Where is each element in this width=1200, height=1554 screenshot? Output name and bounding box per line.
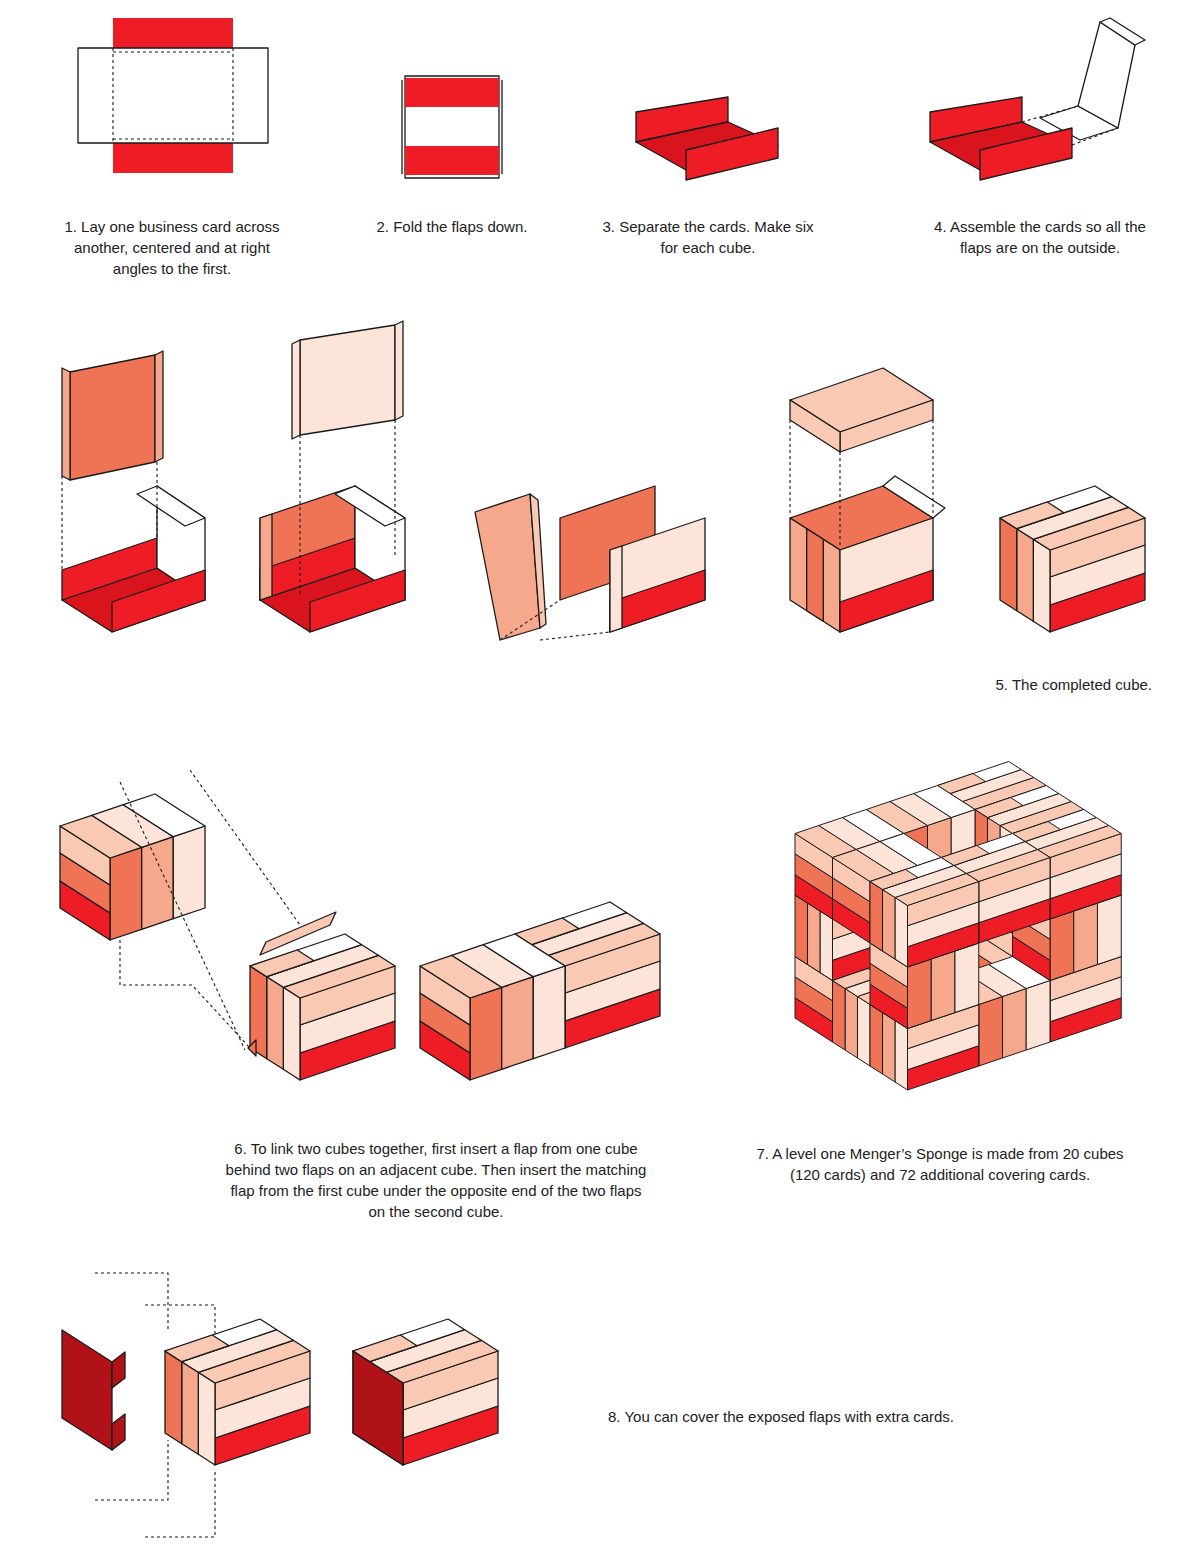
step-1-cards-part bbox=[113, 18, 233, 48]
step-5c-part bbox=[475, 494, 540, 640]
step-1-cards-part bbox=[112, 48, 113, 143]
step-caption: 8. You can cover the exposed flaps with … bbox=[608, 1406, 1038, 1427]
step-2-folded-part bbox=[405, 76, 499, 178]
menger-sponge-part bbox=[870, 858, 979, 968]
step-2-folded-part bbox=[401, 80, 402, 174]
step-3-u-card bbox=[636, 97, 778, 180]
menger-sponge bbox=[795, 762, 1121, 1091]
step-caption: 5. The completed cube. bbox=[880, 674, 1152, 695]
step-6-linking-part bbox=[420, 934, 565, 1080]
step-5b-part bbox=[310, 570, 405, 632]
step-5c-part bbox=[610, 518, 705, 632]
step-5c bbox=[475, 486, 705, 640]
step-5c-part bbox=[610, 546, 622, 632]
step-1-cards-part bbox=[232, 48, 233, 143]
step-5b-part bbox=[260, 486, 355, 600]
step-6-linking-part bbox=[120, 940, 250, 1048]
step-5d-part bbox=[883, 476, 945, 518]
step-5d-part bbox=[790, 400, 840, 452]
step-6-linking-part bbox=[250, 934, 395, 1080]
step-5a-part bbox=[61, 476, 62, 570]
step-8-covering-part bbox=[353, 1351, 403, 1465]
step-4-assembly-part bbox=[1022, 106, 1078, 122]
step-5d-part bbox=[807, 529, 824, 622]
completed-cube bbox=[1000, 486, 1145, 632]
step-caption: 2. Fold the flaps down. bbox=[357, 216, 547, 237]
step-8-covering-part bbox=[95, 1440, 168, 1500]
step-5d-part bbox=[789, 420, 790, 515]
step-5a-part bbox=[137, 486, 205, 526]
step-8-covering-part bbox=[112, 1352, 125, 1388]
step-5d-part bbox=[840, 400, 933, 452]
step-5b-part bbox=[260, 514, 272, 600]
step-8-covering-part bbox=[165, 1319, 310, 1465]
step-5d-part bbox=[840, 570, 933, 632]
step-2-folded-part bbox=[501, 80, 502, 174]
step-4-assembly-part bbox=[980, 128, 1072, 180]
step-8-covering-part bbox=[62, 1330, 112, 1450]
step-5b-part bbox=[292, 340, 300, 439]
step-1-cards bbox=[78, 18, 268, 173]
step-3-u-card-part bbox=[686, 128, 778, 180]
step-4-assembly-part bbox=[1100, 18, 1145, 45]
step-4-assembly bbox=[930, 18, 1145, 180]
step-6-linking-part bbox=[120, 782, 245, 1050]
step-8-covering-part bbox=[145, 1470, 215, 1537]
step-5c-part bbox=[540, 632, 610, 640]
step-2-folded bbox=[402, 76, 502, 178]
step-6-linking-part bbox=[190, 770, 300, 925]
step-5b bbox=[260, 321, 405, 632]
step-8-covering-part bbox=[353, 1319, 498, 1465]
step-5a-part bbox=[112, 570, 205, 632]
step-5a-part bbox=[62, 538, 157, 600]
step-5d bbox=[790, 368, 945, 632]
step-caption: 3. Separate the cards. Make six for each… bbox=[596, 216, 820, 258]
step-5c-part bbox=[610, 570, 705, 632]
step-caption: 1. Lay one business card across another,… bbox=[58, 216, 286, 279]
step-5b-part bbox=[394, 420, 395, 556]
step-5c-part bbox=[500, 600, 560, 640]
step-1-cards-part bbox=[113, 138, 233, 139]
step-5a-part bbox=[155, 351, 163, 462]
step-5b-part bbox=[395, 321, 403, 420]
step-6-linking bbox=[60, 770, 660, 1080]
step-caption: 4. Assemble the cards so all the flaps a… bbox=[918, 216, 1162, 258]
step-5d-part bbox=[839, 452, 840, 548]
step-5a-part bbox=[70, 355, 155, 480]
step-4-assembly-part bbox=[1072, 128, 1118, 145]
step-5c-part bbox=[530, 494, 546, 628]
step-5d-part bbox=[932, 420, 933, 515]
step-2-folded-part bbox=[405, 78, 499, 107]
step-5b-part bbox=[260, 538, 355, 600]
step-5b-part bbox=[299, 435, 300, 596]
step-5a bbox=[62, 351, 205, 632]
step-5d-part bbox=[840, 518, 933, 632]
step-8-covering-part bbox=[112, 1414, 125, 1450]
step-1-cards-part bbox=[113, 51, 233, 52]
step-8-covering-part bbox=[95, 1273, 168, 1330]
step-caption: 7. A level one Menger’s Sponge is made f… bbox=[742, 1143, 1138, 1185]
step-1-cards-part bbox=[78, 48, 268, 143]
step-5b-part bbox=[300, 325, 395, 435]
step-1-cards-part bbox=[113, 143, 233, 173]
step-6-linking-part bbox=[260, 912, 336, 955]
step-caption: 6. To link two cubes together, first ins… bbox=[222, 1138, 650, 1222]
step-6-linking-part bbox=[248, 1040, 256, 1056]
step-8-covering bbox=[62, 1273, 498, 1537]
step-5a-part bbox=[62, 368, 70, 480]
step-5d-part bbox=[790, 518, 840, 632]
step-5a-part bbox=[156, 462, 157, 538]
step-2-folded-part bbox=[405, 146, 499, 175]
